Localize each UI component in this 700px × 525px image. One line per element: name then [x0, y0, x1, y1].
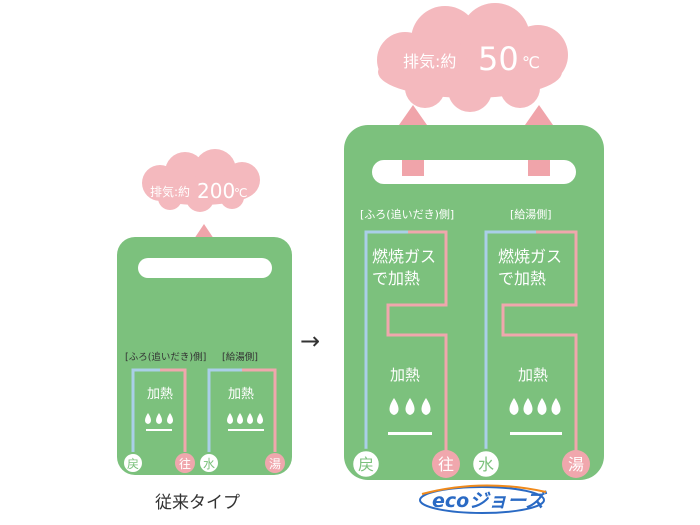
eco-bath-flame-icon — [389, 398, 431, 415]
eco-supply-burner-bar — [510, 432, 562, 435]
eco-unit-body — [344, 125, 604, 480]
eco-bath-burner-bar — [388, 432, 432, 435]
eco-bath-pipe — [364, 230, 448, 452]
conventional-unit-body — [117, 237, 292, 475]
conventional-exhaust-value: 200 — [197, 179, 235, 203]
conventional-bath-flame-icon — [145, 413, 173, 424]
svg-text:水: 水 — [203, 457, 215, 471]
eco-supply-pipe — [484, 230, 578, 452]
eco-bath-burn-label-1: 燃焼ガス — [372, 247, 436, 266]
conventional-supply-pipe — [207, 368, 277, 452]
svg-text:湯: 湯 — [269, 457, 281, 471]
svg-text:湯: 湯 — [568, 455, 584, 474]
eco-exhaust-cloud: 排気:約 50 ℃ — [377, 3, 568, 112]
eco-jozu-logo: ecoジョーズ — [419, 484, 547, 514]
eco-unit: 排気:約 50 ℃ [ふろ(追いだき)側] 燃焼ガス で加熱 加熱 — [344, 3, 604, 480]
eco-bath-heat-label: 加熱 — [390, 366, 420, 384]
conventional-outgoing-port: 往 — [175, 453, 195, 473]
eco-supply-side-label: [給湯側] — [510, 207, 552, 221]
eco-exhaust-prefix: 排気:約 — [403, 52, 456, 71]
eco-supply-heat-label: 加熱 — [518, 366, 548, 384]
conventional-bath-burner-bar — [146, 429, 172, 431]
conventional-bath-heat-label: 加熱 — [147, 387, 173, 402]
transition-arrow-icon: → — [300, 327, 320, 355]
eco-exhaust-value: 50 — [478, 40, 519, 78]
conventional-return-port: 戻 — [122, 452, 144, 474]
svg-text:戻: 戻 — [127, 457, 139, 471]
eco-supply-burn-label-1: 燃焼ガス — [498, 247, 562, 266]
conventional-unit: 排気:約 200 ℃ [ふろ(追いだき)側] 加熱 [給湯側] — [117, 149, 292, 475]
conventional-exhaust-slot — [138, 258, 272, 278]
eco-supply-flame-icon — [509, 398, 561, 415]
conventional-bath-pipe — [131, 368, 187, 452]
eco-exhaust-unit: ℃ — [522, 53, 540, 72]
conventional-exhaust-prefix: 排気:約 — [150, 184, 190, 199]
conventional-exhaust-unit: ℃ — [234, 186, 247, 200]
conventional-supply-heat-label: 加熱 — [228, 387, 254, 402]
eco-outgoing-port: 往 — [432, 450, 460, 478]
eco-hot-water-port: 湯 — [562, 450, 590, 478]
conventional-hot-water-port: 湯 — [265, 453, 285, 473]
eco-logo-text: ecoジョーズ — [432, 490, 547, 512]
conventional-bath-side-label: [ふろ(追いだき)側] — [125, 351, 206, 363]
eco-supply-burn-label-2: で加熱 — [498, 269, 546, 288]
eco-water-port: 水 — [470, 448, 502, 480]
svg-text:往: 往 — [179, 456, 191, 471]
conventional-water-port: 水 — [198, 452, 220, 474]
svg-text:往: 往 — [438, 455, 454, 474]
eco-bath-side-label: [ふろ(追いだき)側] — [360, 207, 454, 221]
conventional-type-caption: 従来タイプ — [155, 493, 240, 513]
svg-text:戻: 戻 — [358, 455, 374, 474]
conventional-supply-flame-icon — [227, 413, 263, 424]
eco-bath-burn-label-2: で加熱 — [372, 269, 420, 288]
svg-text:水: 水 — [478, 455, 494, 474]
conventional-supply-burner-bar — [228, 429, 264, 431]
eco-return-port: 戻 — [350, 448, 382, 480]
conventional-exhaust-cloud: 排気:約 200 ℃ — [142, 149, 260, 212]
conventional-supply-side-label: [給湯側] — [222, 351, 258, 363]
